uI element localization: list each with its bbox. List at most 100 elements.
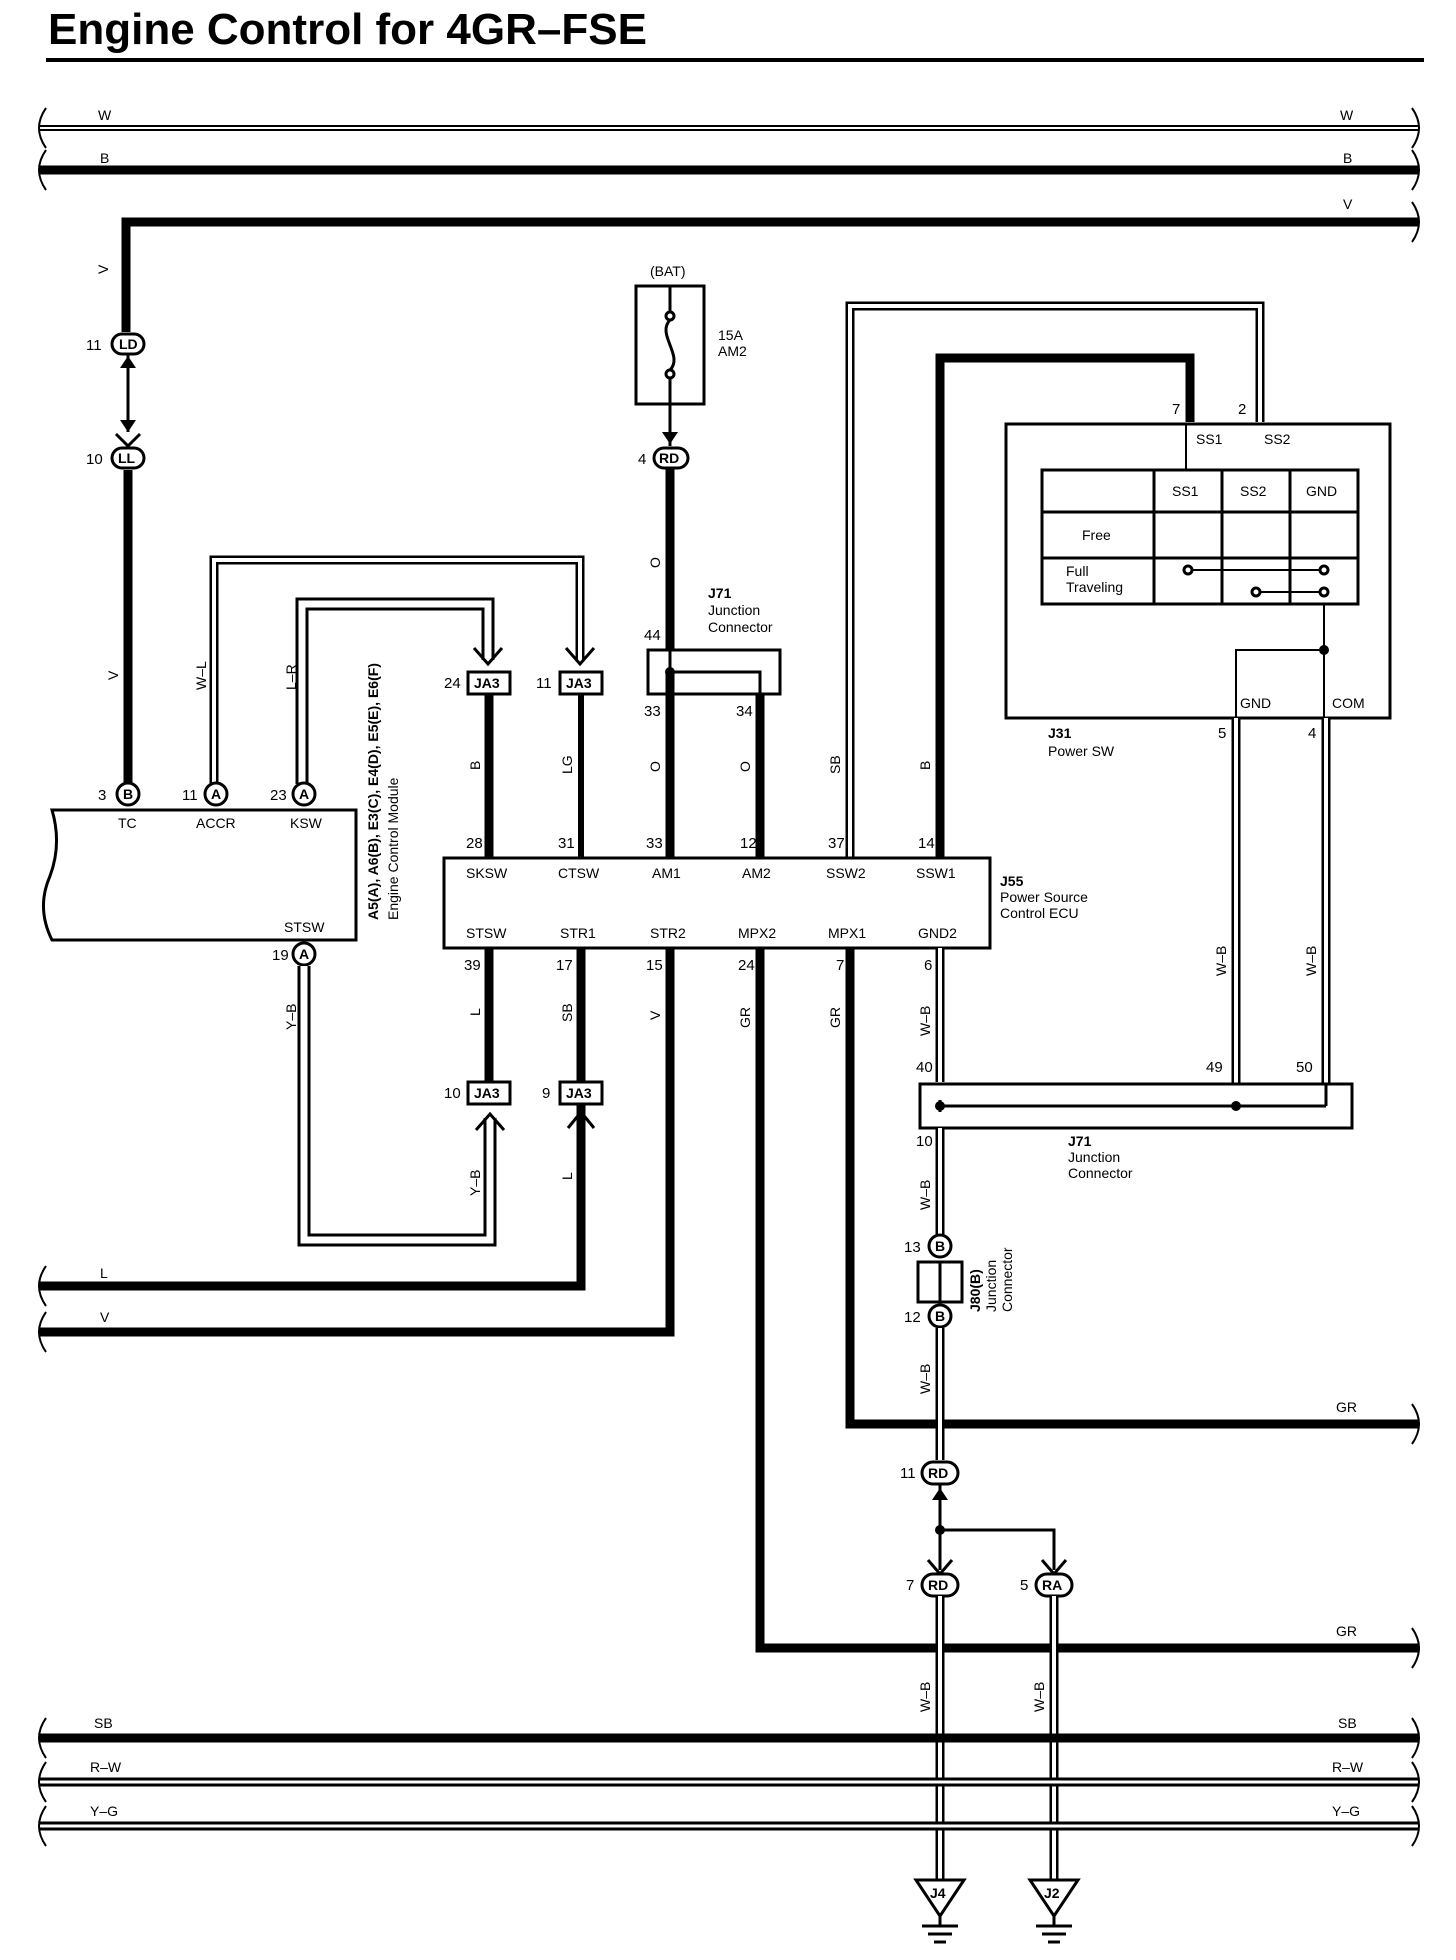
wire-label-wb6: W–B xyxy=(917,1006,933,1036)
wire-label-l39: L xyxy=(467,1008,483,1016)
bus-yg-label-left: Y–G xyxy=(90,1803,118,1819)
ecu-top-pin-14: 14 xyxy=(918,835,935,852)
ecu-bot-name-stsw: STSW xyxy=(466,925,507,941)
ecu-top-pin-33: 33 xyxy=(646,835,663,852)
connector-rd-4: 4 RD xyxy=(638,446,690,470)
wire-label-wb-sw1: W–B xyxy=(1213,946,1229,976)
ecu-top-name-ssw1: SSW1 xyxy=(916,865,956,881)
ecu-bot-name-mpx1: MPX1 xyxy=(828,925,866,941)
wire-label-gr24: GR xyxy=(737,1007,753,1028)
j71-top-pin-34: 34 xyxy=(736,703,753,720)
ecm-pin-tc-num: 3 xyxy=(98,787,106,804)
connector-ja3-11-id: JA3 xyxy=(566,675,592,691)
bus-w-label-left: W xyxy=(98,107,112,123)
wire-label-yb-left: Y–B xyxy=(283,1004,299,1030)
wire-label-gr7: GR xyxy=(827,1007,843,1028)
j71-bottom-pin-10: 10 xyxy=(916,1133,933,1150)
bus-w: W W xyxy=(38,107,1420,149)
bus-sb: SB SB xyxy=(38,1715,1420,1759)
connector-ld-pin: 11 xyxy=(86,337,102,354)
ecm-pin-ksw: 23 A xyxy=(270,781,317,807)
power-sw-table-hdr-ss2: SS2 xyxy=(1240,483,1267,499)
right-out-label-gr2: GR xyxy=(1336,1623,1357,1639)
ecm-pin-ksw-conn: A xyxy=(299,786,309,802)
ecu-bot-name-mpx2: MPX2 xyxy=(738,925,776,941)
ecm-pin-tc-conn: B xyxy=(123,786,133,802)
power-sw-table-hdr-ss1: SS1 xyxy=(1172,483,1199,499)
wire-label-v-bottom: V xyxy=(105,670,121,680)
power-sw-table-row-free: Free xyxy=(1082,527,1111,543)
connector-rd-7-pin: 7 xyxy=(906,1577,914,1594)
bus-yg: Y–G Y–G xyxy=(38,1803,1420,1847)
power-sw-com-label: COM xyxy=(1332,695,1365,711)
bus-sb-label-left: SB xyxy=(94,1715,113,1731)
j71-bottom-pin-40: 40 xyxy=(916,1059,933,1076)
power-sw-pin-7: 7 xyxy=(1172,401,1180,418)
ecm-designation: A5(A), A6(B), E3(C), E4(D), E5(E), E6(F) xyxy=(365,663,381,920)
j80-line2: Connector xyxy=(999,1247,1015,1312)
ecm-pin-accr: 11 A xyxy=(182,781,229,807)
j71-bottom-id: J71 xyxy=(1068,1133,1092,1149)
wire-label-wb-j2: W–B xyxy=(1031,1682,1047,1712)
ecm-pin-stsw-num: 19 xyxy=(272,947,289,964)
power-sw-table-row-full-2: Traveling xyxy=(1066,579,1123,595)
ecm-pin-stsw-conn: A xyxy=(299,946,309,962)
connector-ja3-24-pin: 24 xyxy=(444,675,461,692)
ecu-bot-pin-17: 17 xyxy=(556,957,573,974)
connector-ll-id: LL xyxy=(118,450,136,466)
power-sw-name: Power SW xyxy=(1048,743,1115,759)
wire-label-v15: V xyxy=(647,1010,663,1020)
power-sw-table-hdr-gnd: GND xyxy=(1306,483,1337,499)
j71-bottom-line2: Connector xyxy=(1068,1165,1133,1181)
connector-ra-5-id: RA xyxy=(1042,1577,1062,1593)
ecu-bot-pin-6: 6 xyxy=(924,957,932,974)
ecu-bot-pin-15: 15 xyxy=(646,957,663,974)
bus-b-label-right: B xyxy=(1343,150,1352,166)
engine-control-module: TC ACCR KSW STSW A5(A), A6(B), E3(C), E4… xyxy=(41,663,401,942)
left-out-label-v: V xyxy=(100,1309,110,1325)
j80-pin-12-conn: B xyxy=(935,1308,945,1324)
fuse-rating: 15A xyxy=(718,327,744,343)
diagram-title: Engine Control for 4GR–FSE xyxy=(48,5,647,54)
bus-v-label-right: V xyxy=(1343,196,1353,212)
right-out-label-gr1: GR xyxy=(1336,1399,1357,1415)
wire-label-b-ssw1: B xyxy=(917,761,933,770)
connector-ja3-11: 11 JA3 xyxy=(536,670,604,696)
ground-j2-id: J2 xyxy=(1044,1885,1060,1901)
power-sw-ss1-label: SS1 xyxy=(1196,431,1223,447)
wire-label-wb-j80: W–B xyxy=(917,1364,933,1394)
connector-ra-5-pin: 5 xyxy=(1020,1577,1028,1594)
power-sw-pin-2: 2 xyxy=(1238,401,1246,418)
wire-label-sb17: SB xyxy=(559,1003,575,1022)
j71-bottom-pin-50: 50 xyxy=(1296,1059,1313,1076)
connector-ja3-10-pin: 10 xyxy=(444,1085,461,1102)
wire-label-wb-j4: W–B xyxy=(917,1682,933,1712)
ecm-pin-accr-num: 11 xyxy=(182,787,198,804)
bus-yg-label-right: Y–G xyxy=(1332,1803,1360,1819)
j71-bottom-pin-49: 49 xyxy=(1206,1059,1223,1076)
ecu-top-name-ssw2: SSW2 xyxy=(826,865,866,881)
wire-label-sb: SB xyxy=(827,755,843,774)
bus-b: B B xyxy=(38,149,1420,191)
ecu-top-name-am2: AM2 xyxy=(742,865,771,881)
connector-ja3-10: 10 JA3 xyxy=(444,1080,512,1106)
ecu-bot-pin-39: 39 xyxy=(464,957,481,974)
ecm-pin-ksw-num: 23 xyxy=(270,787,287,804)
power-sw-pin-5: 5 xyxy=(1218,725,1226,742)
ecm-pin-ksw-name: KSW xyxy=(290,815,323,831)
j71-top-pin-33: 33 xyxy=(644,703,661,720)
ecu-bot-pin-7: 7 xyxy=(836,957,844,974)
j71-bottom-line1: Junction xyxy=(1068,1149,1120,1165)
wire-label-am2-o: O xyxy=(737,761,753,772)
ecu-top-name-skws: SKSW xyxy=(466,865,508,881)
ecm-pin-accr-conn: A xyxy=(211,786,221,802)
ecu-bot-name-gnd2: GND2 xyxy=(918,925,957,941)
j80-pin-12: 12 xyxy=(904,1309,921,1326)
connector-rd-11: 11 RD xyxy=(900,1460,960,1486)
ecu-top-pin-31: 31 xyxy=(558,835,575,852)
ecu-bot-pin-24: 24 xyxy=(738,957,755,974)
ecm-pin-tc-name: TC xyxy=(118,815,137,831)
connector-ld-id: LD xyxy=(119,336,138,352)
wire-label-o-upper: O xyxy=(647,557,663,568)
